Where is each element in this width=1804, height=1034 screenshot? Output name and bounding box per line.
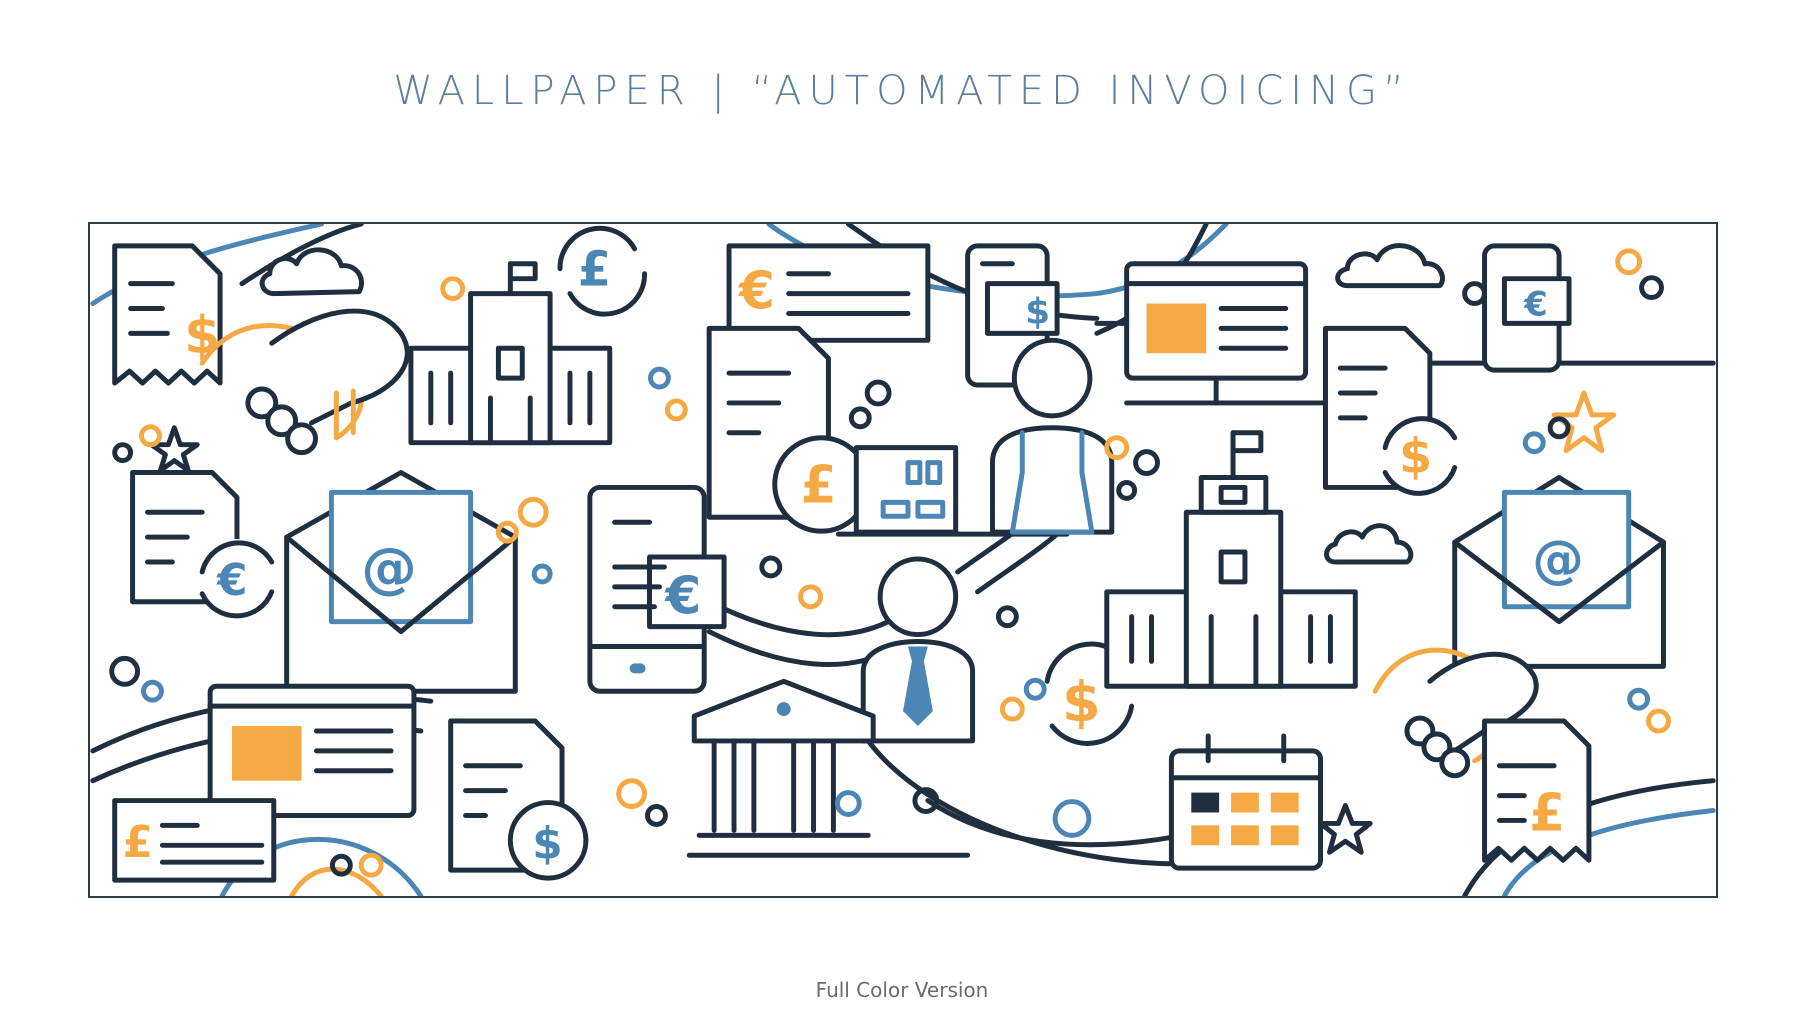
caption: Full Color Version: [815, 978, 989, 1002]
dollar-symbol: $: [1062, 670, 1101, 735]
monitor-icon: [1124, 261, 1309, 406]
at-symbol: @: [1532, 530, 1584, 590]
calendar-icon: [1168, 733, 1323, 871]
phone-euro: €: [1482, 243, 1572, 373]
document-pound: £: [706, 325, 871, 534]
star-icon: [1551, 390, 1617, 454]
government-building-icon: [408, 261, 613, 446]
euro-symbol: €: [738, 261, 775, 321]
receipt-pound: £: [1482, 718, 1592, 863]
page-title: WALLPAPER | “AUTOMATED INVOICING”: [393, 68, 1411, 114]
cheque-pound: £: [112, 798, 277, 883]
decorative-dots: [109, 248, 1671, 878]
pound-symbol: £: [1529, 783, 1565, 843]
envelope-email-icon: @: [1452, 475, 1666, 669]
euro-symbol: €: [216, 555, 247, 606]
cloud-icon: [1335, 243, 1445, 289]
pound-exchange-icon: £: [557, 225, 648, 317]
dollar-symbol: $: [532, 818, 562, 869]
handshake-icon: [199, 308, 410, 456]
at-symbol: @: [361, 536, 417, 601]
receipt-dollar: $: [112, 243, 223, 386]
bank-icon: [686, 678, 971, 858]
cloud-icon: [259, 247, 364, 297]
document-dollar: $: [448, 718, 589, 881]
pound-symbol: £: [801, 455, 837, 515]
dollar-symbol: $: [1399, 430, 1432, 485]
pound-symbol: £: [578, 243, 611, 298]
government-building-icon: [1104, 430, 1358, 689]
pound-symbol: £: [123, 817, 153, 868]
dollar-symbol: $: [184, 306, 220, 366]
businessman-icon: [860, 556, 976, 744]
dollar-symbol: $: [1025, 291, 1050, 332]
wallpaper-illustration: $ £ €: [88, 222, 1718, 898]
document-dollar-exchange: $: [1322, 325, 1458, 496]
star-icon: [1318, 803, 1373, 855]
monitor-icon: [207, 683, 417, 818]
envelope-email-icon: @: [284, 470, 518, 694]
phone-euro: €: [587, 484, 727, 694]
euro-symbol: €: [664, 567, 701, 627]
document-euro-exchange: €: [130, 425, 275, 619]
cheque-euro: €: [726, 243, 931, 343]
cloud-icon: [1324, 523, 1414, 565]
euro-symbol: €: [1523, 284, 1548, 323]
